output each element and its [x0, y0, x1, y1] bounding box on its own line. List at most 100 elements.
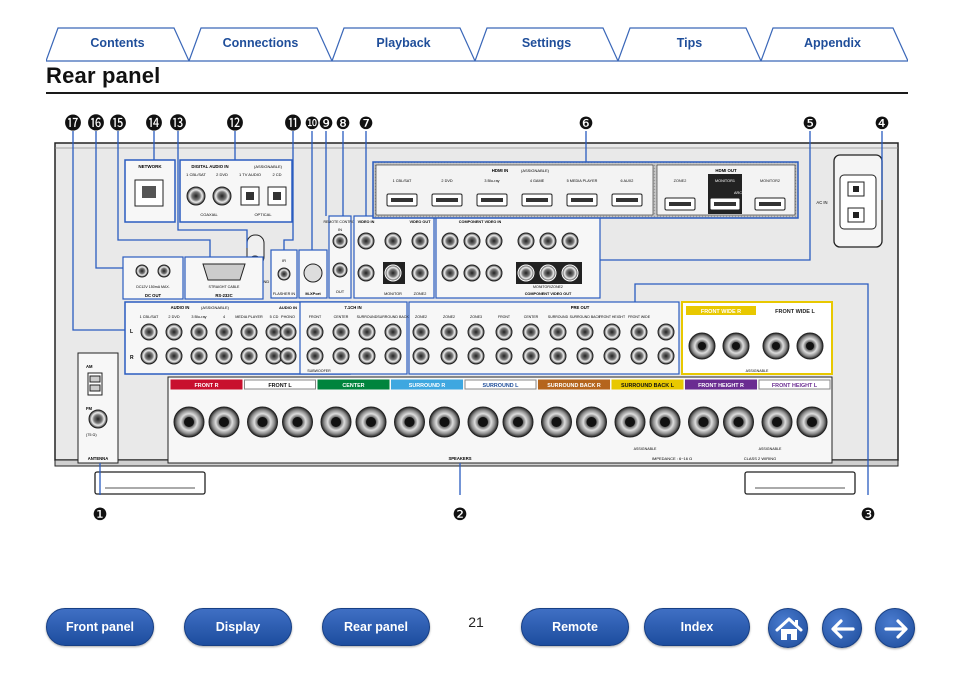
- component-video-group: [435, 215, 601, 299]
- svg-text:COAXIAL: COAXIAL: [200, 212, 218, 217]
- tab-playback[interactable]: Playback: [376, 36, 431, 50]
- tab-contents[interactable]: Contents: [90, 36, 145, 50]
- ch71-label: FRONT: [309, 315, 322, 319]
- preout-jack[interactable]: [495, 323, 513, 341]
- hdmi-out-label: MONITOR2: [760, 179, 780, 183]
- preout-jack[interactable]: [412, 323, 430, 341]
- audio-in-jack-l[interactable]: [240, 323, 258, 341]
- preout-jack[interactable]: [440, 323, 458, 341]
- preout-jack[interactable]: [412, 347, 430, 365]
- hdmi-in-label: 6 AUX2: [621, 179, 634, 183]
- svg-text:ANTENNA: ANTENNA: [88, 456, 108, 461]
- forward-button[interactable]: [875, 608, 915, 648]
- preout-jack[interactable]: [630, 323, 648, 341]
- coaxial-jack-1: [186, 186, 206, 206]
- svg-text:AC IN: AC IN: [816, 200, 827, 205]
- tab-connections[interactable]: Connections: [222, 36, 299, 50]
- antenna-group: [77, 352, 119, 464]
- preout-jack[interactable]: [657, 347, 675, 365]
- svg-text:DC12V 150mA MAX.: DC12V 150mA MAX.: [136, 285, 170, 289]
- hdmi-out-label: ZONE2: [674, 179, 687, 183]
- callout-12: ⓬: [227, 114, 244, 133]
- ch71-jack[interactable]: [358, 323, 376, 341]
- display-button[interactable]: Display: [184, 608, 292, 646]
- preout-jack[interactable]: [522, 323, 540, 341]
- hdmi-in-label: 4 GAME: [530, 179, 545, 183]
- network-label: NETWORK: [138, 164, 162, 169]
- speaker-label: FRONT HEIGHT R: [698, 383, 744, 389]
- preout-jack[interactable]: [630, 347, 648, 365]
- svg-text:DC OUT: DC OUT: [145, 293, 161, 298]
- svg-text:ASSIGNABLE: ASSIGNABLE: [746, 369, 769, 373]
- svg-text:ASSIGNABLE: ASSIGNABLE: [634, 447, 657, 451]
- callout-14: ⓮: [146, 114, 163, 133]
- svg-text:MONITOR/ZONE2: MONITOR/ZONE2: [533, 285, 563, 289]
- speakers-group: [167, 376, 833, 464]
- speaker-label-bar: [685, 379, 757, 390]
- svg-text:AM: AM: [86, 364, 93, 369]
- preout-jack[interactable]: [522, 347, 540, 365]
- audio-in-jack-r[interactable]: [215, 347, 233, 365]
- speaker-label-bar: [758, 379, 831, 390]
- preout-jack[interactable]: [603, 347, 621, 365]
- audio-in-jack-r[interactable]: [190, 347, 208, 365]
- audio-in-jack-l[interactable]: [215, 323, 233, 341]
- svg-text:DIGITAL AUDIO IN: DIGITAL AUDIO IN: [191, 164, 228, 169]
- ch71-label: CENTER: [334, 315, 349, 319]
- svg-text:AUDIO IN: AUDIO IN: [171, 305, 190, 310]
- ch71-jack[interactable]: [358, 347, 376, 365]
- front-panel-button[interactable]: Front panel: [46, 608, 154, 646]
- audio-in-jack-r[interactable]: [240, 347, 258, 365]
- callout-4: ❹: [874, 114, 889, 133]
- preout-label: FRONT HEIGHT: [599, 315, 626, 319]
- preout-jack[interactable]: [467, 323, 485, 341]
- preout-jack[interactable]: [549, 347, 567, 365]
- preout-jack[interactable]: [576, 347, 594, 365]
- audio-in-jack-r[interactable]: [279, 347, 297, 365]
- preout-jack[interactable]: [467, 347, 485, 365]
- svg-text:FRONT WIDE L: FRONT WIDE L: [775, 309, 815, 315]
- audio-in-jacks: [140, 323, 297, 365]
- ch71-jack[interactable]: [384, 347, 402, 365]
- preout-jack[interactable]: [495, 347, 513, 365]
- preout-label: CENTER: [524, 315, 539, 319]
- preout-jack[interactable]: [440, 347, 458, 365]
- svg-text:SPEAKERS: SPEAKERS: [448, 456, 471, 461]
- remote-button[interactable]: Remote: [521, 608, 629, 646]
- ch71-jack[interactable]: [306, 323, 324, 341]
- audio-in-jack-r[interactable]: [165, 347, 183, 365]
- ch71-jack[interactable]: [306, 347, 324, 365]
- svg-text:2 CD: 2 CD: [272, 172, 281, 177]
- audio-in-jack-r[interactable]: [140, 347, 158, 365]
- preout-jack[interactable]: [549, 323, 567, 341]
- ch71-jack[interactable]: [384, 323, 402, 341]
- foot-left: [94, 471, 206, 495]
- ch71-jack[interactable]: [332, 347, 350, 365]
- ch71-jack[interactable]: [332, 323, 350, 341]
- audio-in-jack-l[interactable]: [165, 323, 183, 341]
- svg-text:(ASSIGNABLE): (ASSIGNABLE): [201, 305, 230, 310]
- speaker-label-bar: [170, 379, 243, 390]
- index-button[interactable]: Index: [644, 608, 750, 646]
- audio-in-jack-l[interactable]: [140, 323, 158, 341]
- tab-appendix[interactable]: Appendix: [804, 36, 861, 50]
- back-button[interactable]: [822, 608, 862, 648]
- preout-jack[interactable]: [657, 323, 675, 341]
- audio-in-jack-l[interactable]: [190, 323, 208, 341]
- speaker-label: FRONT HEIGHT L: [772, 383, 818, 389]
- audio-in-label: 1 CBL/SAT: [140, 315, 159, 319]
- svg-text:IN: IN: [338, 227, 342, 232]
- preout-jack[interactable]: [576, 323, 594, 341]
- svg-text:(75 Ω): (75 Ω): [86, 433, 97, 437]
- speaker-label: FRONT L: [268, 383, 292, 389]
- tab-settings[interactable]: Settings: [521, 36, 572, 50]
- svg-text:OUT: OUT: [336, 289, 345, 294]
- tab-tips[interactable]: Tips: [676, 36, 703, 50]
- audio-in-jack-l[interactable]: [279, 323, 297, 341]
- page-title: Rear panel: [46, 63, 161, 88]
- preout-jack[interactable]: [603, 323, 621, 341]
- home-button[interactable]: [768, 608, 808, 648]
- callout-9: ❾: [318, 114, 333, 133]
- rear-panel-button[interactable]: Rear panel: [322, 608, 430, 646]
- ch71-label: SURROUND: [357, 315, 378, 319]
